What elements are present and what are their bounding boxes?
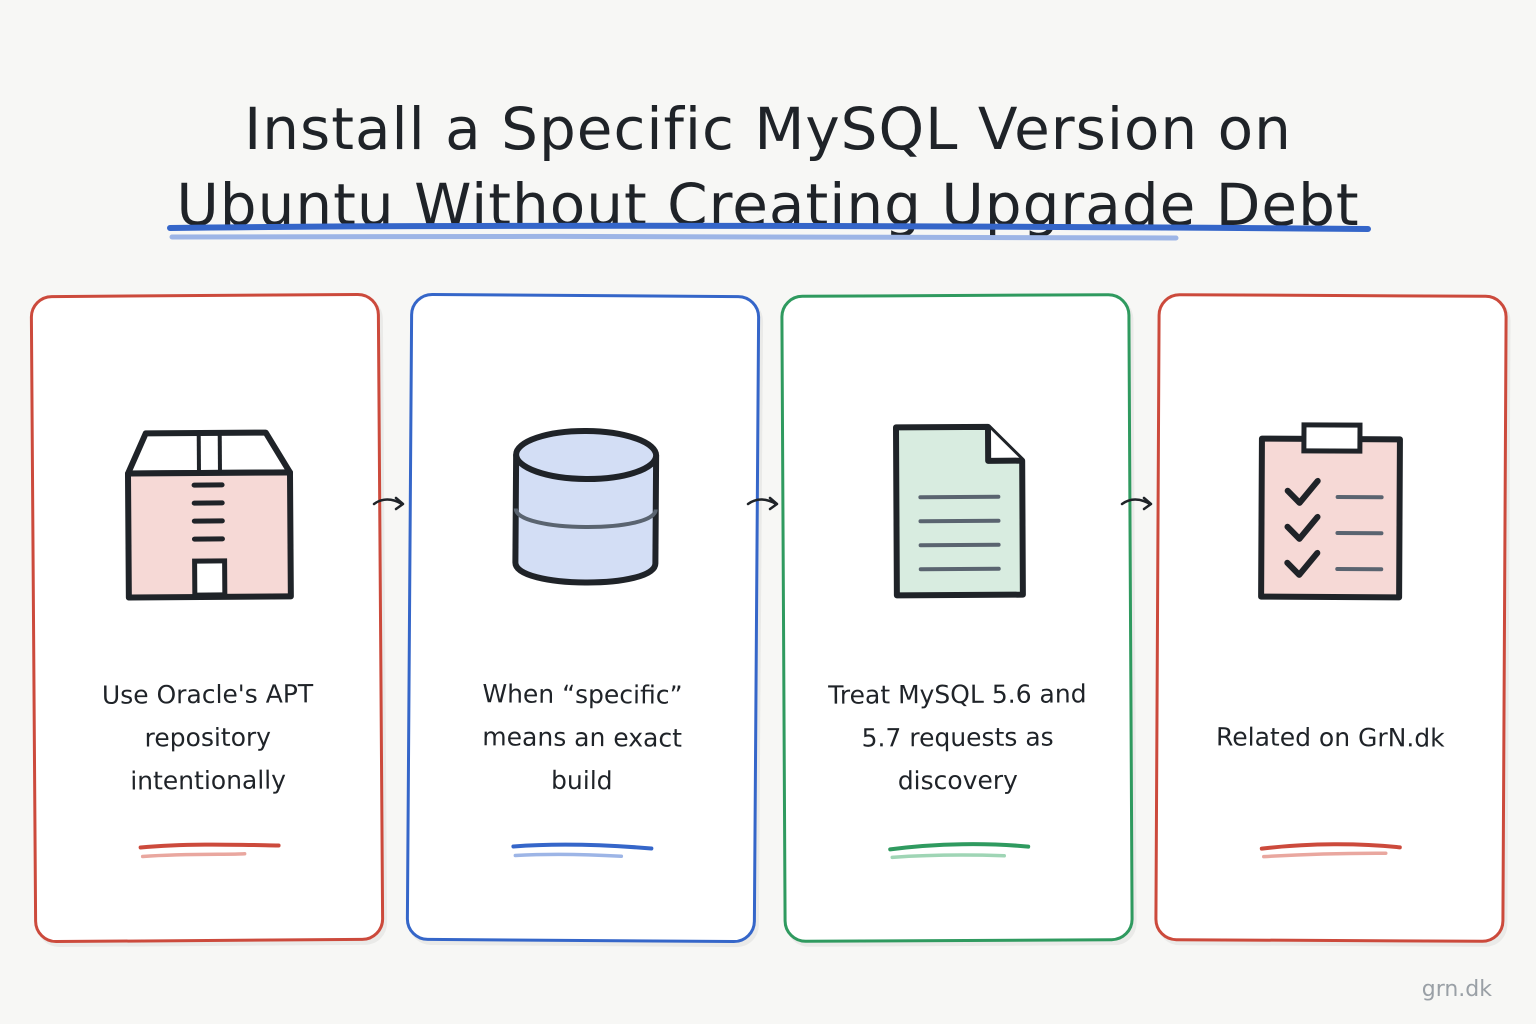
step-card-3: Treat MySQL 5.6 and 5.7 requests as disc… xyxy=(780,293,1134,943)
arrow-right-icon xyxy=(746,496,779,511)
arrow-right-icon xyxy=(372,496,405,511)
step-card-1: Use Oracle's APT repository intentionall… xyxy=(29,292,385,944)
step-card-2: When “specific” means an exact build xyxy=(405,292,761,944)
title-underline xyxy=(167,222,1371,241)
accent-squiggle-4 xyxy=(1259,842,1402,859)
site-brand: grn.dk xyxy=(1421,977,1492,1002)
arrow-right-icon xyxy=(1120,496,1153,511)
accent-squiggle-2 xyxy=(511,842,654,859)
step-label-3: Treat MySQL 5.6 and 5.7 requests as disc… xyxy=(828,678,1087,795)
step-label-4: Related on GrN.dk xyxy=(1215,721,1445,753)
accent-squiggle-3 xyxy=(888,842,1031,860)
title-line-1: Install a Specific MySQL Version on xyxy=(244,94,1292,163)
step-label-2: When “specific” means an exact build xyxy=(482,678,683,795)
package-box-icon xyxy=(124,429,294,601)
checklist-clipboard-icon xyxy=(1258,422,1403,601)
document-icon xyxy=(893,423,1026,599)
step-card-4: Related on GrN.dk xyxy=(1154,293,1508,943)
step-label-1: Use Oracle's APT repository intentionall… xyxy=(101,678,314,796)
accent-squiggle-1 xyxy=(138,842,281,859)
database-icon xyxy=(512,428,660,586)
page-title: Install a Specific MySQL Version on Ubun… xyxy=(0,91,1536,243)
